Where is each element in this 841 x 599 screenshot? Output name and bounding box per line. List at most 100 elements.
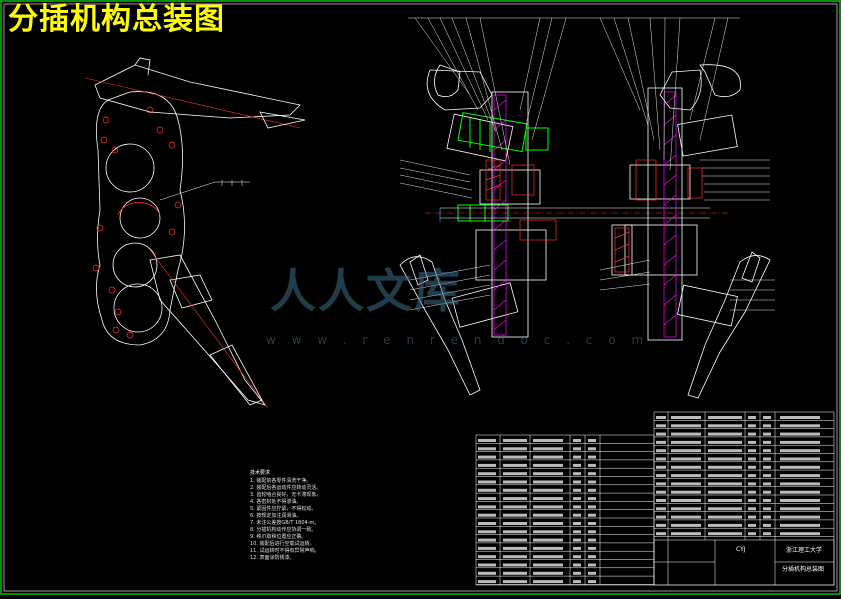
side-gear-bottom [113, 283, 163, 333]
bom-cell-text [573, 555, 581, 559]
bom-cell-text [478, 447, 496, 451]
bom-rows-left [476, 443, 654, 585]
bom-cell-text [748, 499, 756, 502]
note-line: 2. 装配后各运动件应转动灵活。 [250, 485, 322, 491]
bom-cell-text [573, 546, 581, 550]
bom-cell-text [671, 490, 701, 494]
bom-cell-text [656, 465, 666, 469]
bom-cell-text [671, 432, 701, 436]
bom-cell-text [671, 507, 701, 511]
bom-cell-text [748, 424, 756, 428]
bom-cell-text [708, 449, 742, 453]
bom-cell-text [588, 563, 596, 567]
parts-list [475, 411, 835, 586]
bom-cell-text [588, 497, 596, 501]
bom-cell-text [588, 488, 596, 492]
bom-cell-text [708, 465, 742, 469]
bom-cell-text [503, 513, 527, 517]
bom-cell-text [656, 432, 666, 436]
bom-cell-text [533, 530, 563, 534]
section-view [399, 17, 775, 399]
bom-cell-text [573, 571, 581, 575]
bom-cell-text [533, 447, 563, 451]
bom-cell-text [708, 490, 742, 494]
bom-cell-text [573, 497, 581, 501]
bom-cell-text [478, 455, 496, 459]
bom-cell-text [478, 463, 496, 467]
bom-cell-text [748, 482, 756, 486]
bom-cell-text [708, 416, 742, 419]
bom-cell-text [573, 522, 581, 525]
note-line: 11. 试运转时不得有异常声响。 [250, 548, 320, 554]
bom-cell-text [533, 463, 563, 467]
bom-text [478, 416, 820, 584]
bom-cell-text [780, 482, 820, 486]
bom-cell-text [748, 432, 756, 436]
bom-cell-text [763, 523, 771, 527]
bom-cell-text [503, 522, 527, 525]
bom-cell-text [656, 532, 666, 536]
bom-cell-text [763, 449, 771, 453]
gearbox-right-hatch [663, 91, 677, 338]
bom-cell-text [533, 472, 563, 476]
bom-cell-text [503, 455, 527, 459]
bom-cell-text [763, 440, 771, 444]
bom-cell-text [478, 538, 496, 542]
bom-cell-text [671, 532, 701, 536]
bom-cell-text [748, 515, 756, 519]
bom-cell-text [588, 463, 596, 467]
bom-cell-text [573, 530, 581, 534]
bom-cell-text [588, 447, 596, 451]
bom-cell-text [503, 555, 527, 559]
side-bolt-holes [92, 106, 182, 339]
bom-cell-text [533, 455, 563, 459]
bom-cell-text [588, 571, 596, 575]
bom-cell-text [588, 505, 596, 509]
bom-rows-right [654, 420, 834, 537]
bom-cell-text [588, 538, 596, 542]
bom-cell-text [478, 488, 496, 492]
side-upper-rod [134, 57, 151, 76]
bom-cell-text [503, 439, 527, 442]
bom-cell-text [533, 480, 563, 484]
drawing-title: 分插机构总装图 [8, 2, 225, 37]
title-block-drawing-name: 分插机构总装图 [782, 566, 825, 573]
bom-cell-text [573, 488, 581, 492]
side-leader-lines [159, 180, 250, 201]
bom-cell-text [780, 490, 820, 494]
bom-cell-text [573, 538, 581, 542]
bom-cell-text [533, 513, 563, 517]
bom-cell-text [533, 439, 563, 442]
bom-cell-text [748, 416, 756, 419]
side-lower-fingers [209, 344, 263, 406]
bom-cell-text [708, 499, 742, 502]
bom-cell-text [503, 463, 527, 467]
bom-cell-text [763, 416, 771, 419]
bom-cell-text [763, 490, 771, 494]
bom-cell-text [573, 505, 581, 509]
bom-cell-text [478, 513, 496, 517]
side-gear-low [112, 242, 158, 288]
watermark-text: 人人文库 [270, 264, 462, 318]
title-block [653, 539, 835, 586]
side-gear-arc [117, 202, 161, 216]
bom-cell-text [573, 455, 581, 459]
bom-cell-text [503, 546, 527, 550]
bom-cell-text [748, 532, 756, 536]
green-parts-left [457, 112, 549, 222]
side-gear-top [105, 143, 155, 193]
bom-cell-text [533, 580, 563, 584]
bom-cell-text [503, 497, 527, 501]
bom-cell-text [671, 457, 701, 461]
bom-cell-text [780, 424, 820, 428]
bom-cell-text [478, 480, 496, 484]
bom-cell-text [503, 580, 527, 584]
bom-cell-text [780, 532, 820, 536]
bom-cell-text [708, 457, 742, 461]
bom-cell-text [708, 532, 742, 536]
bom-cell-text [656, 474, 666, 478]
section-leader-lines [399, 17, 775, 311]
side-lower-arm [149, 254, 267, 406]
bom-cell-text [656, 507, 666, 511]
watermark-url: w w w . r e n r e n d o c . c o m [266, 333, 650, 347]
